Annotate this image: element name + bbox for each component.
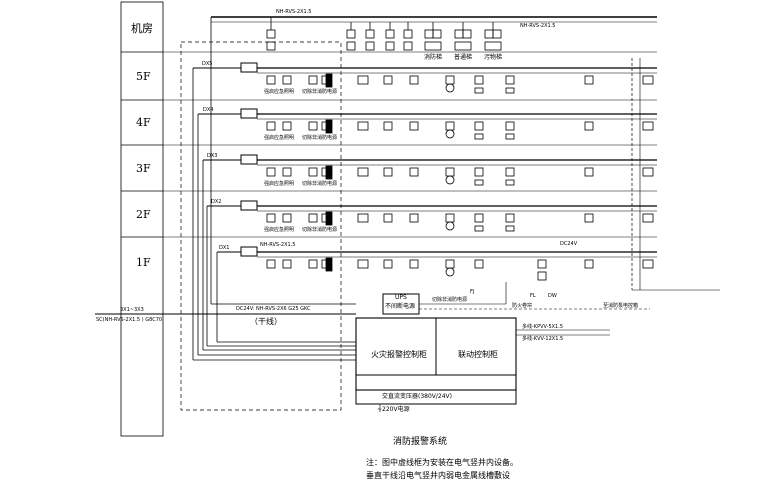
f1-cut-nonfire-label: 切除非消防电源 — [432, 297, 468, 303]
floor-2-bus — [207, 200, 657, 212]
emergency-light-label: 强启应急照明 — [264, 181, 295, 187]
roof-devices — [266, 17, 502, 51]
emergency-light-label: 强启应急照明 — [264, 135, 295, 141]
signal-label: DC24V — [560, 241, 578, 247]
roof-device-label: 普通梯 — [454, 54, 473, 61]
floor-label-roof: 机房 — [131, 22, 153, 35]
cut-power-label: 切除非消防电源 — [302, 181, 338, 187]
f1-fj-label: FJ — [470, 289, 475, 295]
circuit-tag: DX5 — [202, 61, 213, 67]
f1-fire-door-label: 防火卷帘 — [512, 303, 533, 309]
transformer-label: 交直流变压器(380V/24V) — [382, 393, 452, 400]
power-label: ~220V电源 — [377, 406, 410, 413]
floor-label-1f: 1F — [136, 256, 151, 269]
f1-dw-label: DW — [548, 293, 557, 299]
floor-4-bus — [198, 108, 657, 120]
bus-label-top-right: NH-RVS-2X1.5 — [520, 23, 556, 29]
f1-fl-label: FL — [530, 293, 536, 299]
transformer-box — [355, 389, 517, 405]
circuit-tag: DX4 — [203, 107, 214, 113]
pump-panel-note: 至消防泵电控箱 — [603, 303, 639, 309]
ups-label: UPS — [395, 294, 407, 301]
cut-power-label: 切除非消防电源 — [302, 227, 338, 233]
shaft-dashed-box — [180, 41, 342, 411]
note-line-2: 垂直干线沿电气竖井内弱电金属线槽敷设 — [366, 471, 510, 480]
main-trunk-spec: DC24V: NH-RVS-2X6 G25 GKC — [236, 306, 311, 312]
trunk-label: （干线） — [250, 317, 282, 326]
floor-label-3f: 3F — [136, 162, 151, 175]
circuit-tag: DX3 — [207, 153, 218, 159]
circuit-tag: DX2 — [211, 199, 222, 205]
floor-5-bus — [193, 62, 657, 74]
linkage-cabinet-label: 联动控制柜 — [458, 350, 498, 359]
emergency-light-label: 强启应急照明 — [264, 89, 295, 95]
note-line-1: 注：图中虚线框为安装在电气竖井内设备。 — [366, 458, 518, 467]
emergency-light-label: 强启应急照明 — [264, 227, 295, 233]
left-wire-top: 3X1~3X3 — [120, 307, 144, 313]
floor-column — [120, 1, 164, 437]
wire-label-1: 多线-KPVV-5X1.5 — [522, 324, 564, 330]
floor-label-5f: 5F — [136, 70, 151, 83]
roof-device-label: 污物梯 — [484, 54, 503, 61]
bus-label-f1: NH-RVS-2X1.5 — [260, 242, 296, 248]
circuit-tag: DX1 — [219, 245, 230, 251]
cut-power-label: 切除非消防电源 — [302, 89, 338, 95]
floor-label-4f: 4F — [136, 116, 151, 129]
diagram-caption: 消防报警系统 — [393, 437, 448, 447]
floor-1-bus — [217, 246, 657, 258]
floor-label-2f: 2F — [136, 208, 151, 221]
bus-label-top: NH-RVS-2X1.5 — [276, 9, 312, 15]
floor-devices — [266, 73, 654, 281]
wire-label-2: 多线-KVV-12X1.5 — [522, 336, 564, 342]
alarm-cabinet-label: 火灾报警控制柜 — [371, 350, 427, 359]
cut-power-label: 切除非消防电源 — [302, 135, 338, 141]
floor-3-bus — [203, 154, 657, 166]
ups-sub-label: 不间断电源 — [385, 303, 416, 310]
roof-device-label: 消防梯 — [424, 54, 443, 61]
left-wire-bottom: SC(NH-RVS-2X1.5 ) G8C70 — [96, 317, 163, 323]
